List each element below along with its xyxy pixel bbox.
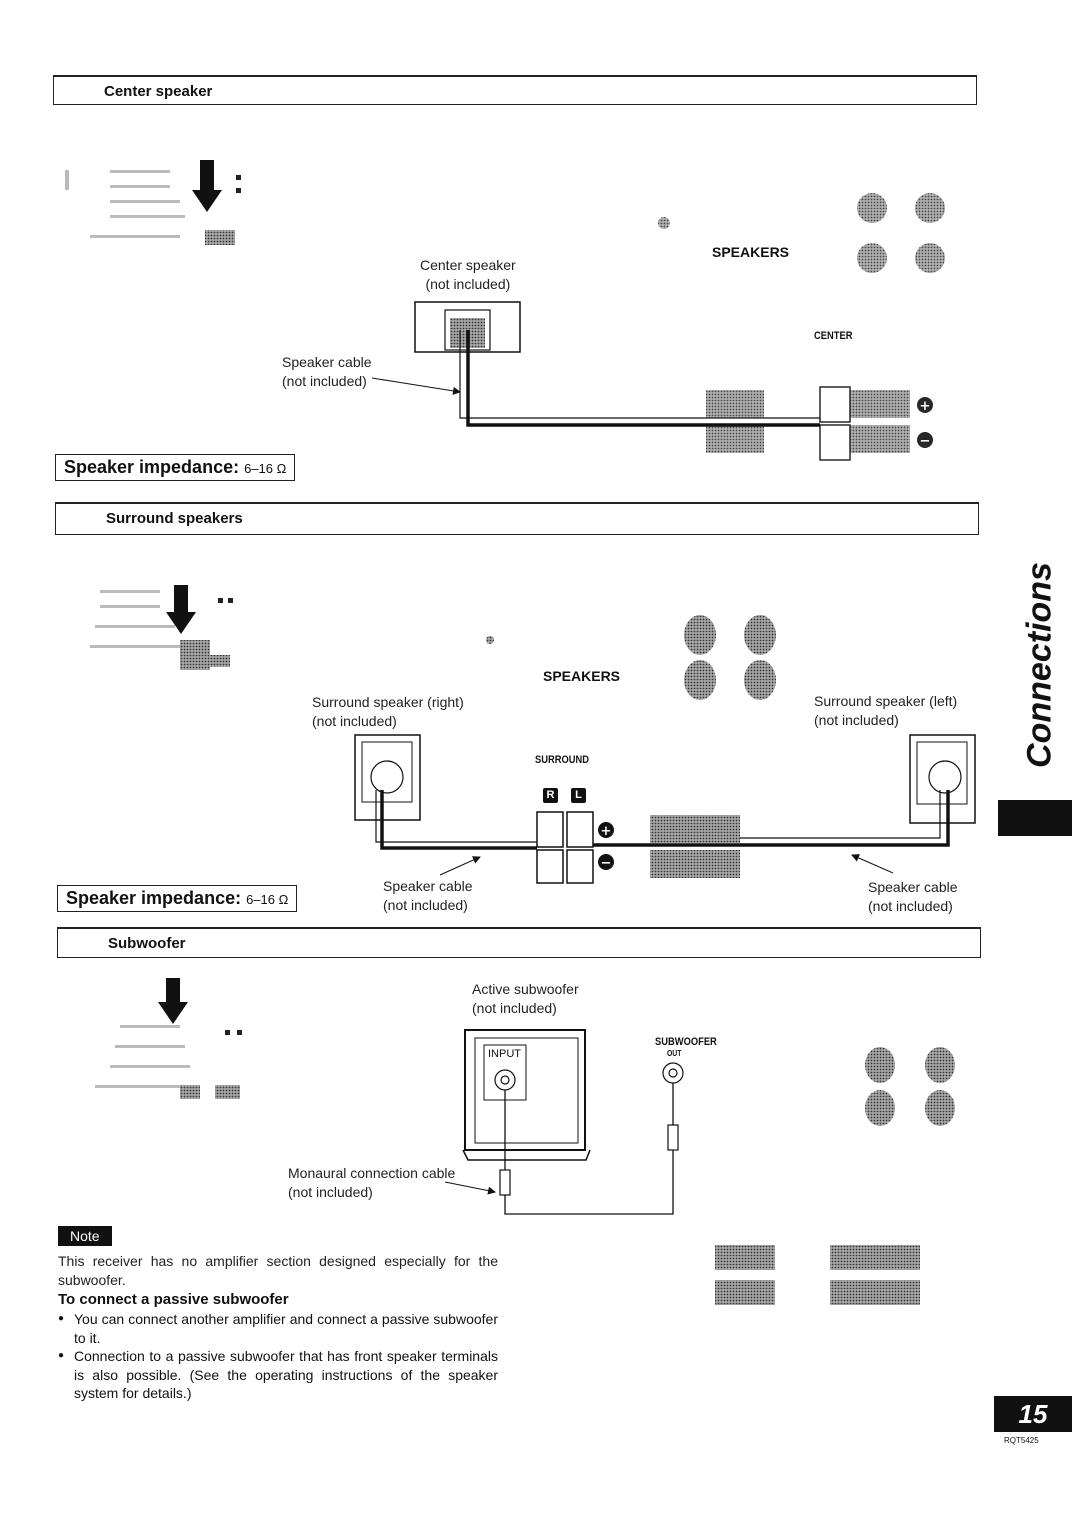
center-cable-caption: Speaker cable (not included) [282,354,372,389]
out-label: OUT [667,1049,682,1058]
surround-speakers-header: Surround speakers [55,502,979,535]
center-cable [466,330,820,427]
active-subwoofer-caption: Active subwoofer (not included) [472,981,579,1016]
surround-right-caption: Surround speaker (right) (not included) [312,694,464,729]
surround-receiver-thumbnail [90,590,233,670]
surround-speakers-label: SPEAKERS [543,668,621,684]
subwoofer-header: Subwoofer [57,927,981,958]
list-item: You can connect another amplifier and co… [58,1310,498,1347]
surround-cable-caption-left: Speaker cable (not included) [383,878,473,913]
surround-speaker-left-drawing [909,734,976,824]
subwoofer-terminal-label: SUBWOOFER [655,1036,717,1048]
surround-cable-left [593,790,950,847]
subwoofer-rear-panel [662,1047,955,1305]
center-receiver-thumbnail [65,170,241,245]
surround-cable-caption-right: Speaker cable (not included) [868,879,958,914]
monaural-cable [504,1083,674,1215]
svg-text:−: − [920,434,931,449]
svg-text:−: − [601,856,612,871]
surround-rear-panel: + − [486,615,776,884]
list-item: Connection to a passive subwoofer that h… [58,1347,498,1403]
section-side-tab: Connections [1020,562,1059,768]
monaural-cable-caption: Monaural connection cable (not included) [288,1165,456,1200]
subwoofer-receiver-thumbnail [95,1025,242,1099]
center-speaker-header: Center speaker [53,75,977,105]
center-speaker-caption: Center speaker (not included) [420,257,516,292]
center-impedance: Speaker impedance: 6–16 Ω [55,454,296,481]
surround-terminal-label: SURROUND [535,754,590,766]
svg-text:+: + [920,399,931,414]
surround-speakers-heading: Surround speakers [106,510,243,527]
center-speaker-heading: Center speaker [104,83,213,100]
surround-cable-right [380,790,537,850]
input-label: INPUT [488,1048,521,1060]
center-rear-panel: + − [658,193,945,461]
note-text: This receiver has no amplifier section d… [58,1253,498,1288]
page-number: 15 [994,1396,1072,1432]
passive-subwoofer-heading: To connect a passive subwoofer [58,1291,289,1308]
note-bullets: You can connect another amplifier and co… [58,1310,498,1403]
svg-text:+: + [601,824,612,839]
active-subwoofer-drawing [462,1029,591,1161]
center-arrow-icon [192,160,222,212]
surround-arrow-icon [166,585,196,634]
surround-impedance: Speaker impedance: 6–16 Ω [57,885,298,912]
center-terminal-label: CENTER [814,330,853,342]
r-channel-label: R [546,789,555,801]
document-code: RQT5425 [1004,1436,1039,1445]
note-badge: Note [58,1226,112,1246]
subwoofer-heading: Subwoofer [108,935,186,952]
surround-left-caption: Surround speaker (left) (not included) [814,693,958,728]
l-channel-label: L [575,789,582,801]
center-speakers-label: SPEAKERS [712,244,790,260]
side-tab-marker [998,800,1072,836]
subwoofer-arrow-icon [158,978,188,1024]
surround-speaker-right-drawing [354,734,421,821]
